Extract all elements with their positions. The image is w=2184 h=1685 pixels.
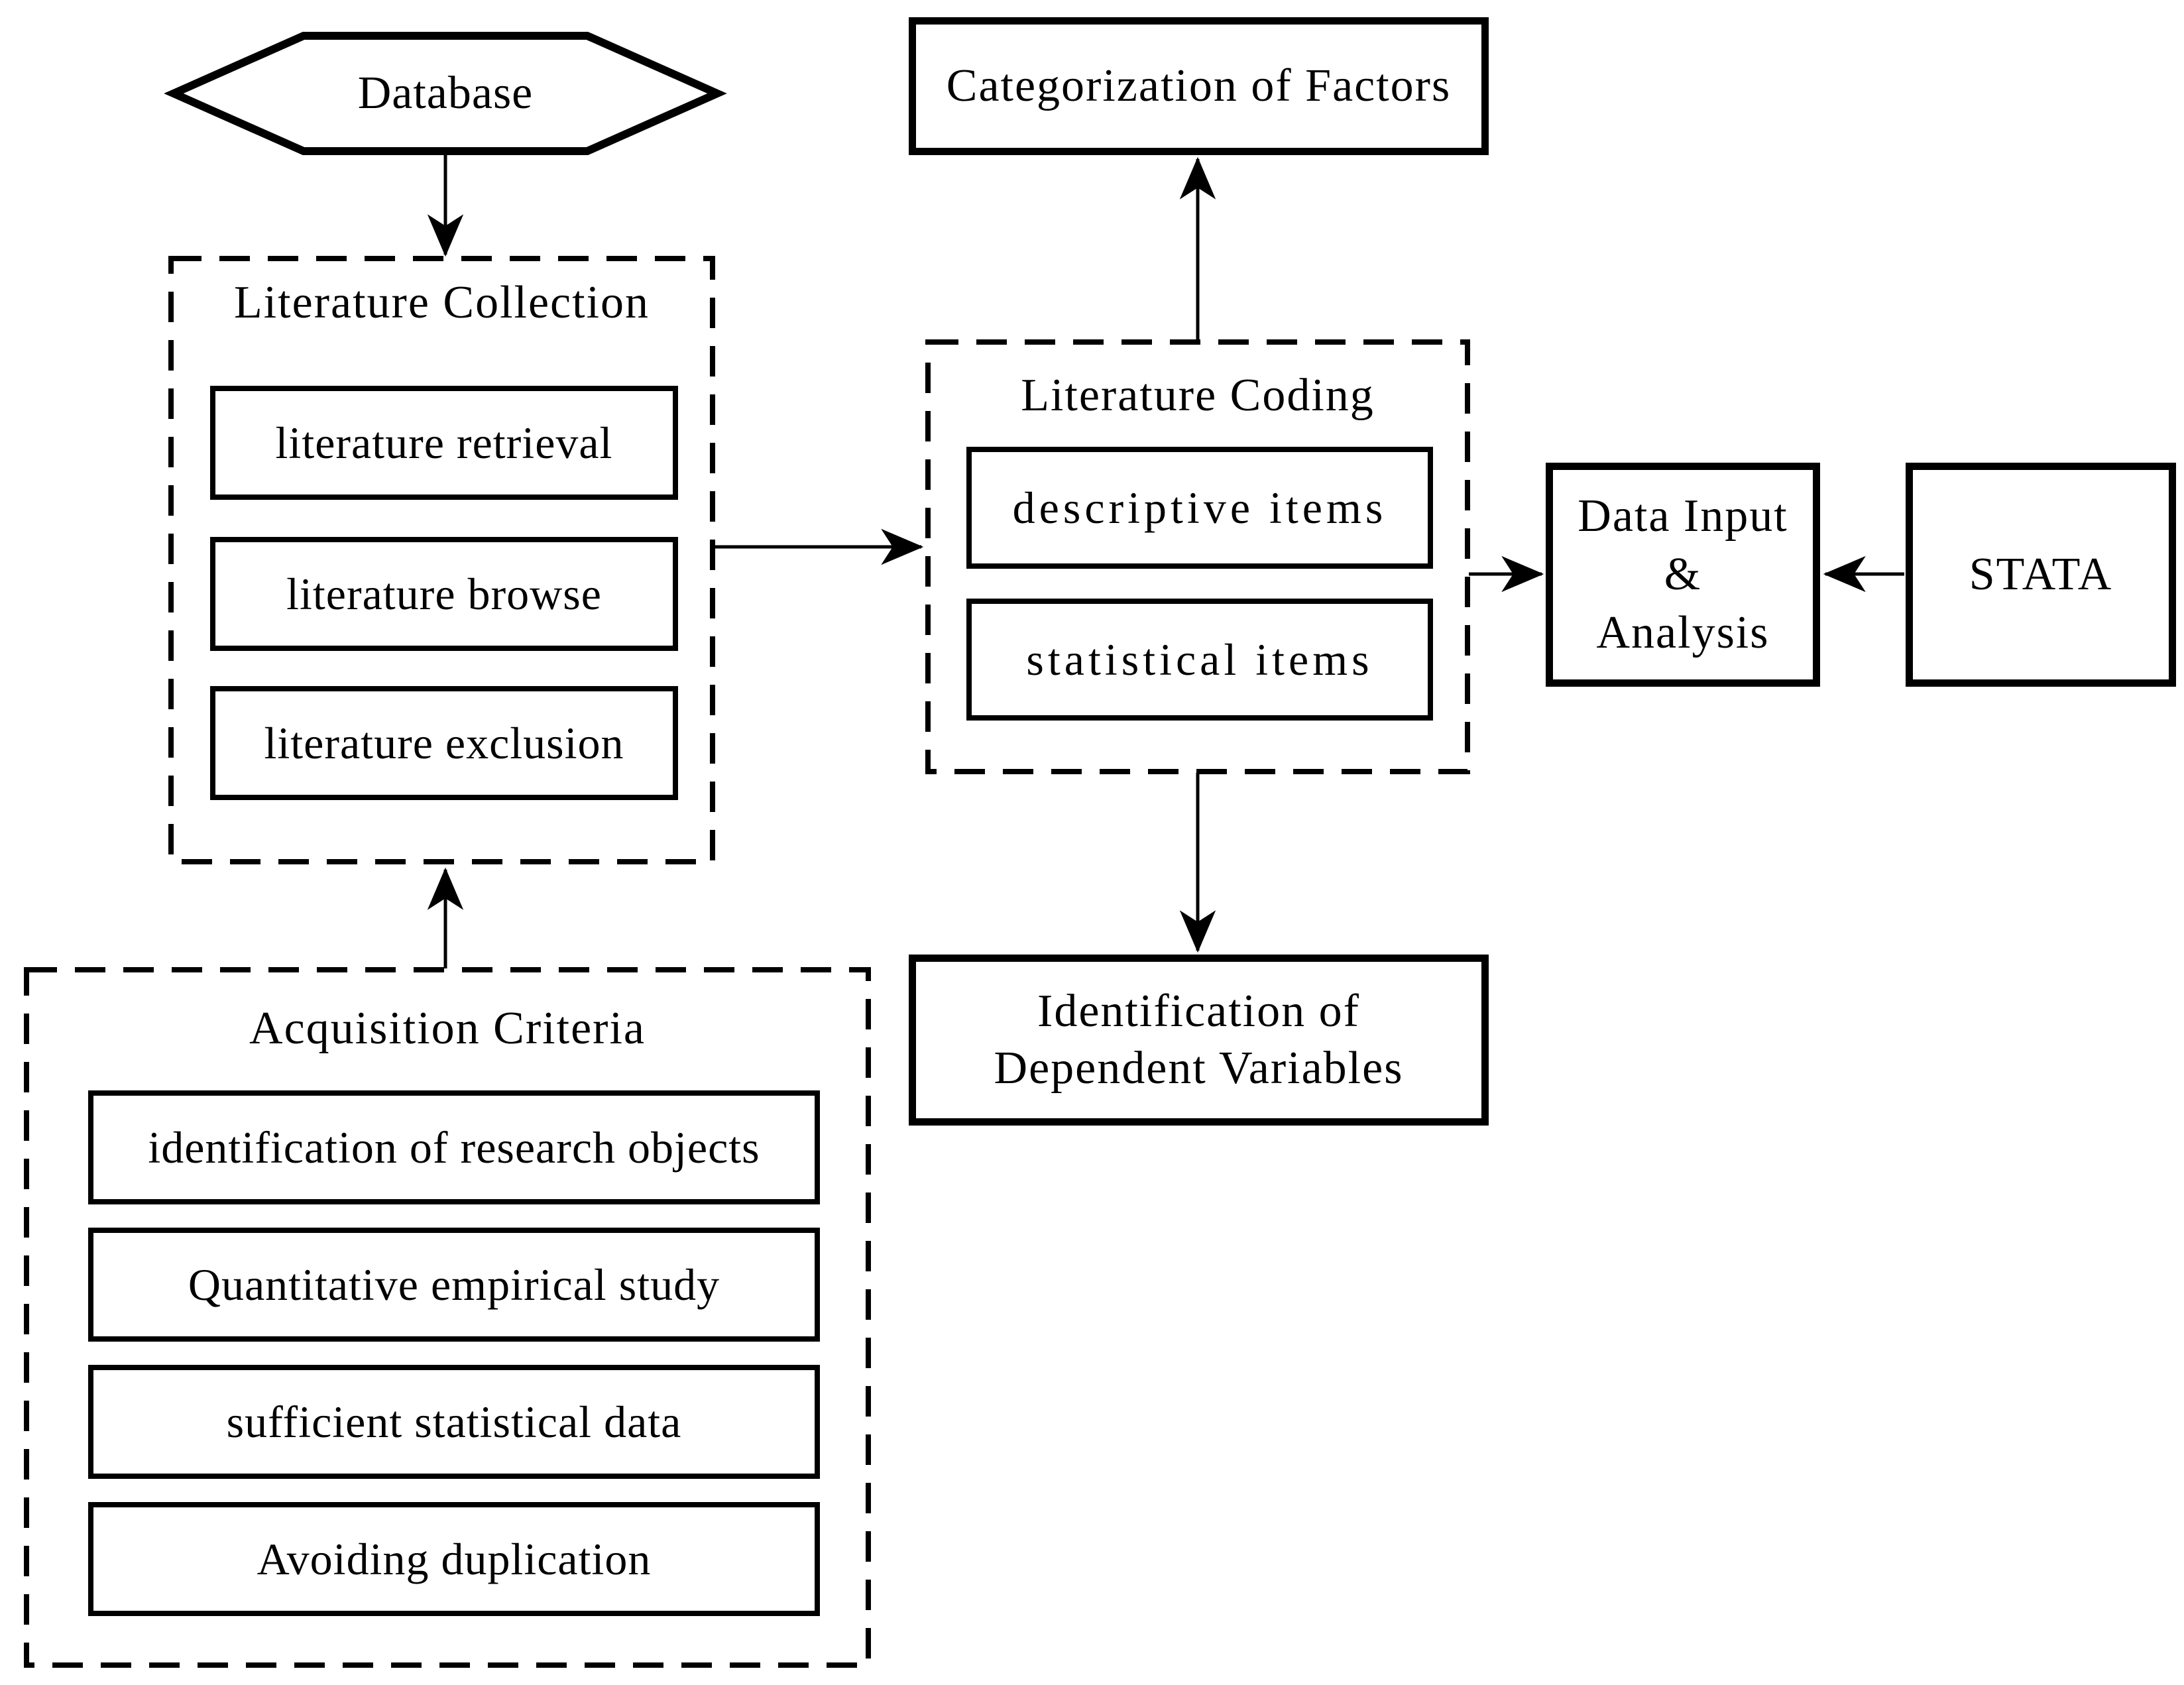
identification-research-objects-box: identification of research objects: [88, 1090, 820, 1204]
stata-box: STATA: [1906, 463, 2176, 687]
acquisition-criteria-dashed-box: [24, 967, 871, 1668]
statistical-items-box: statistical items: [966, 599, 1433, 721]
acquisition-criteria-title: Acquisition Criteria: [249, 1003, 646, 1054]
sufficient-statistical-data-box: sufficient statistical data: [88, 1365, 820, 1479]
literature-coding-title: Literature Coding: [1021, 370, 1375, 421]
identification-dependent-variables-box: Identification of Dependent Variables: [909, 955, 1489, 1126]
categorization-of-factors-box: Categorization of Factors: [909, 17, 1489, 155]
literature-browse-box: literature browse: [210, 537, 678, 651]
literature-retrieval-box: literature retrieval: [210, 386, 678, 500]
database-hexagon: [164, 32, 727, 155]
database-label: Database: [357, 68, 534, 119]
descriptive-items-box: descriptive items: [966, 447, 1433, 569]
literature-collection-dashed-box: [168, 256, 715, 864]
avoiding-duplication-box: Avoiding duplication: [88, 1502, 820, 1616]
literature-collection-title: Literature Collection: [233, 277, 650, 328]
literature-exclusion-box: literature exclusion: [210, 686, 678, 800]
literature-coding-dashed-box: [925, 339, 1470, 774]
quantitative-empirical-study-box: Quantitative empirical study: [88, 1228, 820, 1342]
data-input-analysis-box: Data Input & Analysis: [1546, 463, 1820, 687]
